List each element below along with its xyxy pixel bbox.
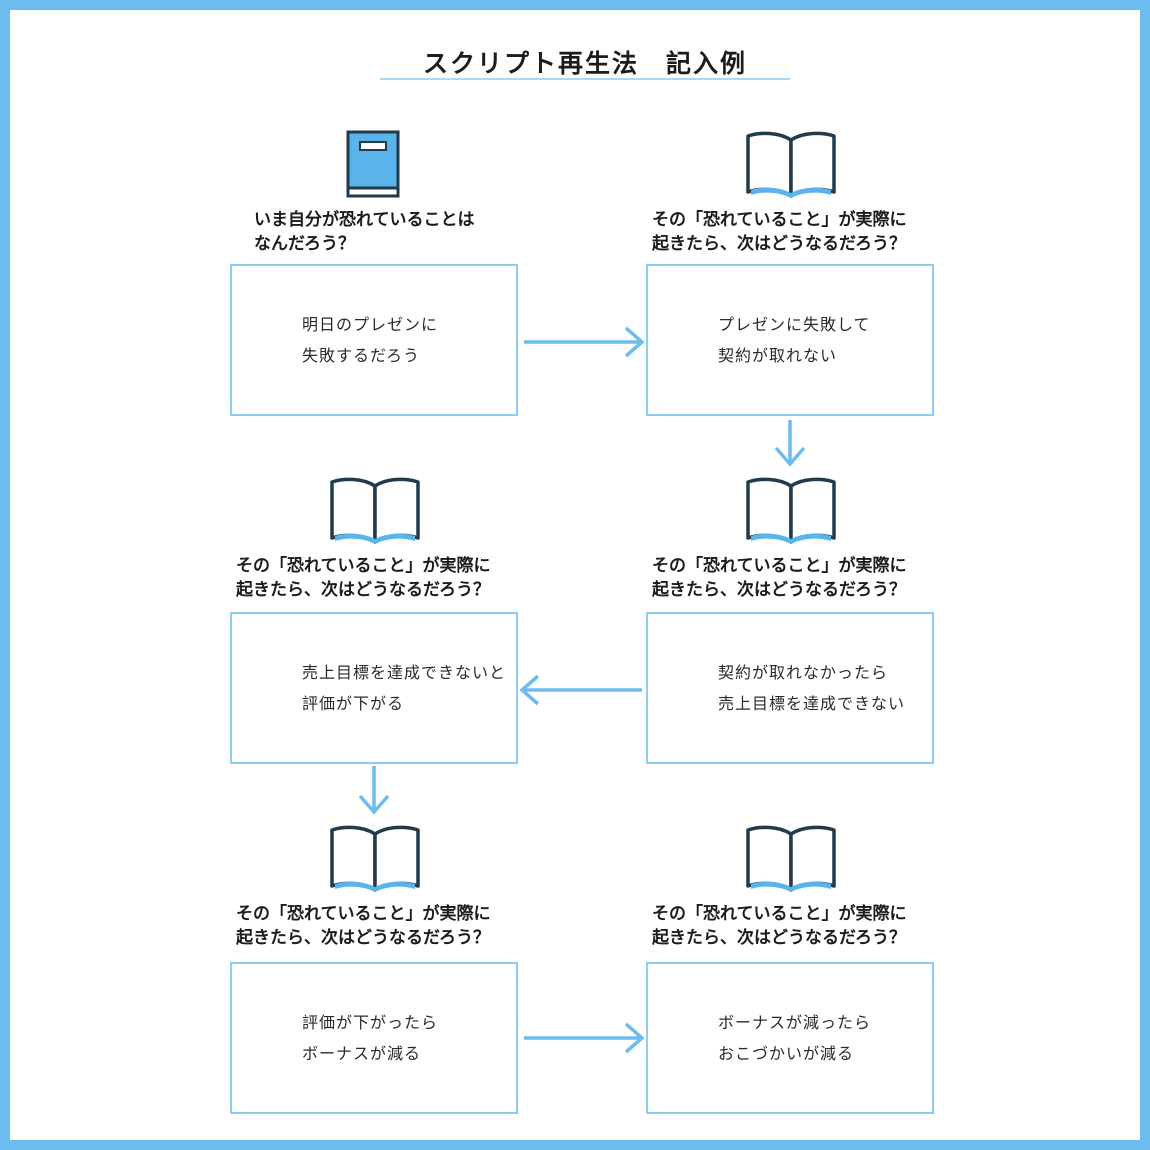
step-4-question-line-2: 起きたら、次はどうなるだろう？ bbox=[236, 580, 490, 600]
step-4-answer-line-1: 売上目標を達成できないと bbox=[302, 663, 507, 682]
step-5-question-line-1: その「恐れていること」が実際に bbox=[236, 904, 491, 924]
step-5-answer-line-1: 評価が下がったら bbox=[302, 1013, 439, 1032]
arrow-left-icon bbox=[519, 674, 642, 706]
step-3-question-line-1: その「恐れていること」が実際に bbox=[652, 556, 907, 576]
step-6-question-line-1: その「恐れていること」が実際に bbox=[652, 904, 907, 924]
diagram-title: スクリプト再生法 記入例 bbox=[422, 49, 747, 78]
step-1-question: いま自分が恐れていることは なんだろう？ bbox=[254, 208, 574, 256]
step-5-answer-box: 評価が下がったら ボーナスが減る bbox=[230, 962, 518, 1114]
arrow-down-icon bbox=[774, 420, 806, 467]
open-book-icon bbox=[330, 825, 420, 892]
step-2-question-line-2: 起きたら、次はどうなるだろう？ bbox=[652, 234, 906, 254]
step-3-answer-line-1: 契約が取れなかったら bbox=[718, 663, 889, 682]
step-6-question: その「恐れていること」が実際に 起きたら、次はどうなるだろう？ bbox=[652, 902, 972, 950]
step-1-answer-line-1: 明日のプレゼンに bbox=[302, 315, 439, 334]
arrow-right-icon bbox=[524, 326, 645, 358]
arrow-right-icon bbox=[524, 1022, 645, 1054]
open-book-icon bbox=[746, 477, 836, 544]
step-5-question-line-2: 起きたら、次はどうなるだろう？ bbox=[236, 928, 490, 948]
step-4-answer-line-2: 評価が下がる bbox=[302, 694, 405, 713]
step-3-answer-line-2: 売上目標を達成できない bbox=[718, 694, 906, 713]
step-3-question: その「恐れていること」が実際に 起きたら、次はどうなるだろう？ bbox=[652, 554, 972, 602]
open-book-icon bbox=[746, 131, 836, 198]
step-6-answer-box: ボーナスが減ったら おこづかいが減る bbox=[646, 962, 934, 1114]
step-4-question-line-1: その「恐れていること」が実際に bbox=[236, 556, 491, 576]
step-4-question: その「恐れていること」が実際に 起きたら、次はどうなるだろう？ bbox=[236, 554, 556, 602]
step-1-question-line-2: なんだろう？ bbox=[254, 234, 355, 254]
step-6-answer-line-1: ボーナスが減ったら bbox=[718, 1013, 872, 1032]
closed-book-icon bbox=[346, 130, 400, 198]
step-5-answer-line-2: ボーナスが減る bbox=[302, 1044, 422, 1063]
step-3-answer-box: 契約が取れなかったら 売上目標を達成できない bbox=[646, 612, 934, 764]
step-1-answer-box: 明日のプレゼンに 失敗するだろう bbox=[230, 264, 518, 416]
step-4-answer-box: 売上目標を達成できないと 評価が下がる bbox=[230, 612, 518, 764]
step-2-question-line-1: その「恐れていること」が実際に bbox=[652, 210, 907, 230]
open-book-icon bbox=[330, 477, 420, 544]
step-1-question-line-1: いま自分が恐れていることは bbox=[254, 210, 475, 230]
title-underline bbox=[380, 78, 790, 80]
arrow-down-icon bbox=[358, 766, 390, 815]
step-3-question-line-2: 起きたら、次はどうなるだろう？ bbox=[652, 580, 906, 600]
step-1-answer-line-2: 失敗するだろう bbox=[302, 346, 421, 365]
step-2-answer-box: プレゼンに失敗して 契約が取れない bbox=[646, 264, 934, 416]
step-2-answer-line-2: 契約が取れない bbox=[718, 346, 838, 365]
open-book-icon bbox=[746, 825, 836, 892]
step-2-question: その「恐れていること」が実際に 起きたら、次はどうなるだろう？ bbox=[652, 208, 972, 256]
step-2-answer-line-1: プレゼンに失敗して bbox=[718, 315, 871, 334]
step-5-question: その「恐れていること」が実際に 起きたら、次はどうなるだろう？ bbox=[236, 902, 556, 950]
step-6-question-line-2: 起きたら、次はどうなるだろう？ bbox=[652, 928, 906, 948]
step-6-answer-line-2: おこづかいが減る bbox=[718, 1044, 855, 1063]
